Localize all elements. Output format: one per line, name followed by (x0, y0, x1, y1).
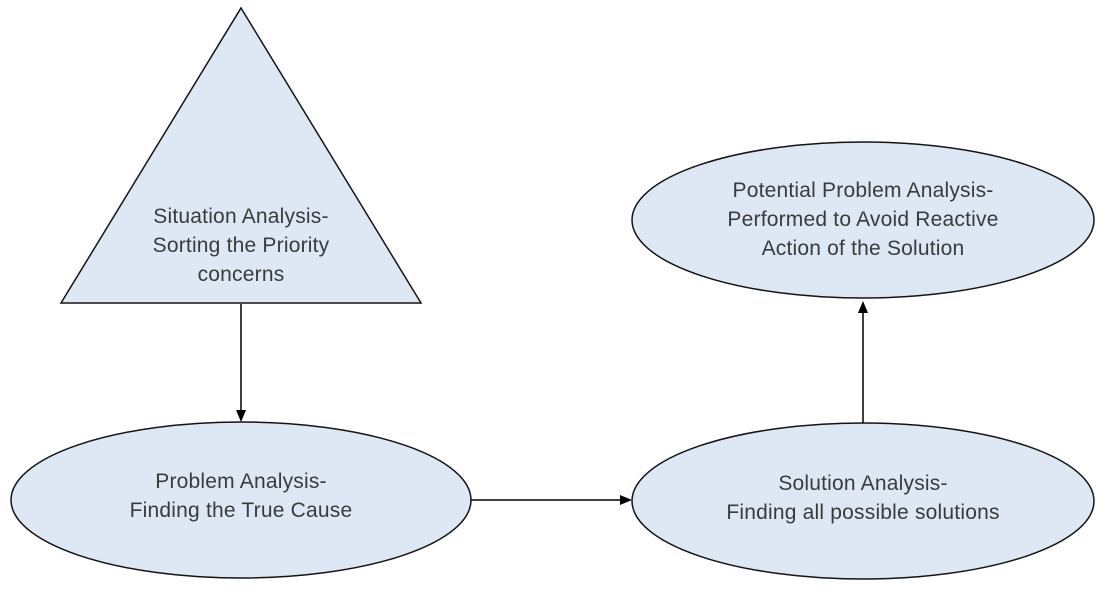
solution-ellipse-shape (631, 422, 1095, 580)
situation-triangle-shape (59, 6, 423, 304)
arrow-solution-to-potential (858, 301, 868, 423)
arrowhead-right-icon (620, 495, 632, 505)
arrowhead-up-icon (858, 301, 868, 313)
arrow-problem-to-solution (471, 495, 632, 505)
problem-ellipse-shape (10, 421, 472, 579)
arrow-situation-to-problem (236, 304, 246, 422)
arrowhead-down-icon (236, 410, 246, 422)
potential-ellipse-shape (631, 141, 1095, 299)
